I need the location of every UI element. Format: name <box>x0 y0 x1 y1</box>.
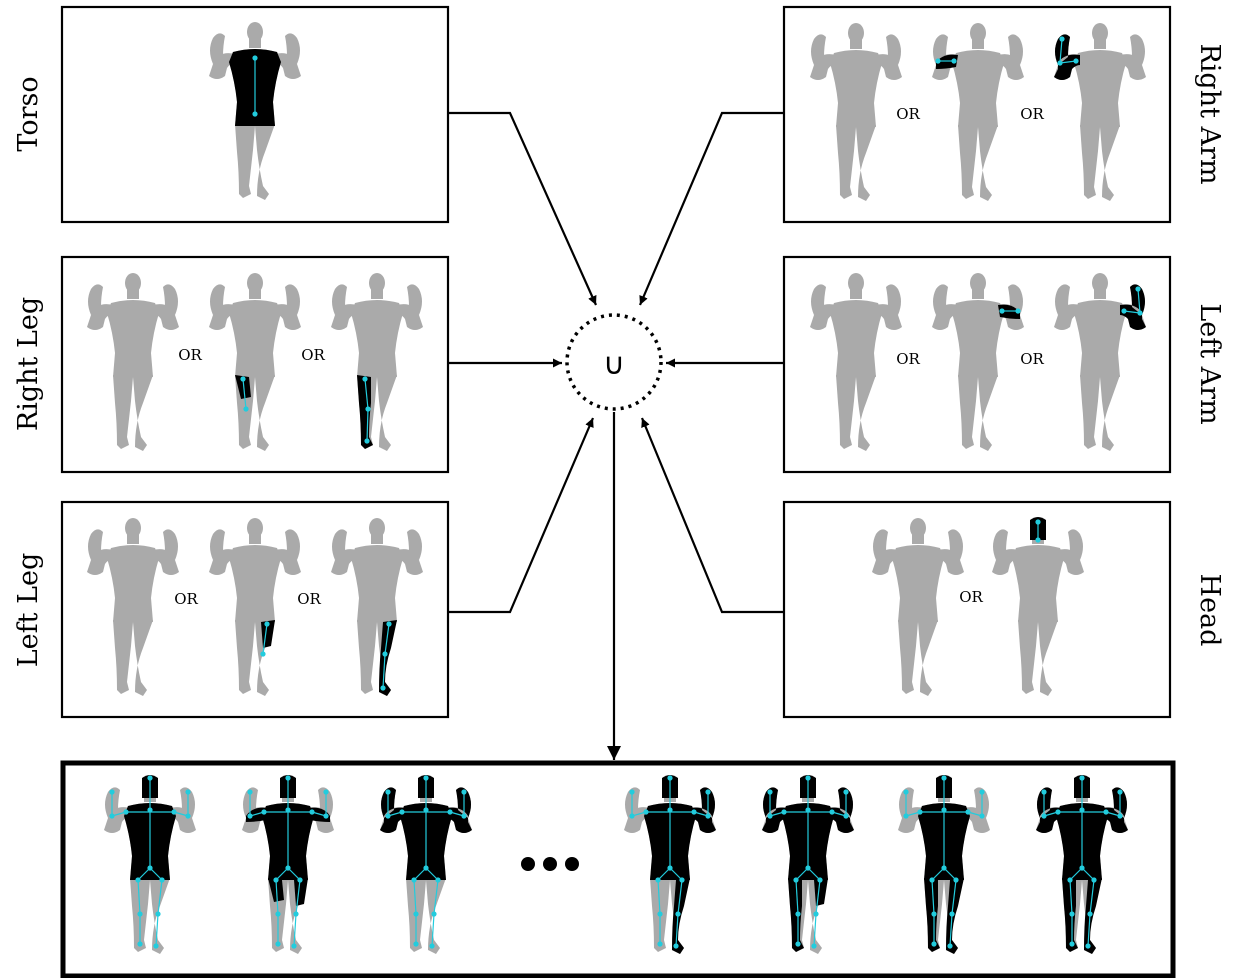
left-arm-figure-2 <box>932 273 1024 451</box>
or-text: OR <box>896 350 920 368</box>
or-text: OR <box>297 590 321 608</box>
torso-arrow <box>448 111 598 306</box>
right-leg-figure-3 <box>331 273 423 451</box>
right-arm-label: Right Arm <box>1194 43 1225 184</box>
head-arrow <box>640 417 784 614</box>
left-arm-figure-3 <box>1054 273 1146 451</box>
right-arm-figure-3 <box>1054 23 1146 201</box>
head-panel <box>782 500 1172 719</box>
or-text: OR <box>178 346 202 364</box>
or-text: OR <box>174 590 198 608</box>
torso-label: Torso <box>13 76 44 151</box>
right-arm-arrow <box>638 111 784 306</box>
or-text: OR <box>1020 350 1044 368</box>
left-arm-label: Left Arm <box>1194 303 1225 424</box>
head-figure-2 <box>992 517 1084 696</box>
or-text: OR <box>959 588 983 606</box>
or-text: OR <box>896 105 920 123</box>
right-leg-label: Right Leg <box>13 297 44 431</box>
union-node <box>565 313 663 411</box>
head-label: Head <box>1194 574 1225 647</box>
left-leg-label: Left Leg <box>13 553 44 668</box>
ellipsis <box>521 857 579 871</box>
right-arm-figure-2 <box>932 23 1024 201</box>
union-symbol: ∪ <box>603 347 625 382</box>
results-panel <box>60 760 1176 978</box>
left-leg-figure-3 <box>331 518 423 696</box>
or-text: OR <box>1020 105 1044 123</box>
left-leg-figure-2 <box>209 518 301 696</box>
torso-figure <box>209 22 301 200</box>
left-leg-arrow <box>448 417 595 614</box>
right-leg-figure-2 <box>209 273 301 451</box>
or-text: OR <box>301 346 325 364</box>
